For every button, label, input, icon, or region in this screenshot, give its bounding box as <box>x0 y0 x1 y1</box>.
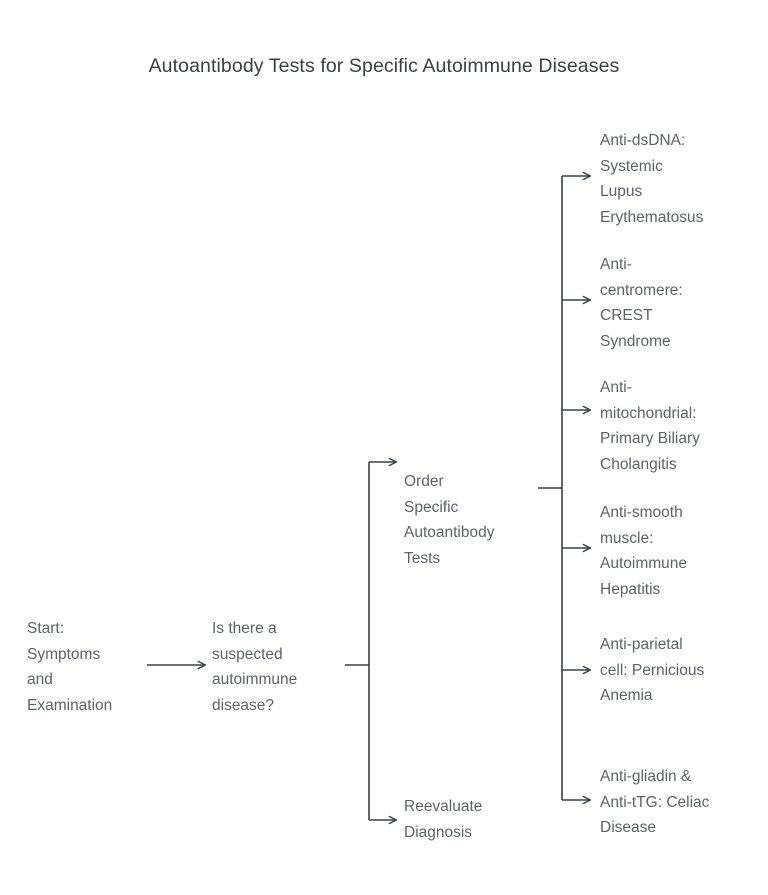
node-leaf-anti-parietal-cell: Anti-parietal cell: Pernicious Anemia <box>600 636 705 704</box>
node-decision: Is there a suspected autoimmune disease? <box>212 620 298 714</box>
node-leaf-anti-dsdna: Anti-dsDNA: Systemic Lupus Erythematosus <box>600 132 704 226</box>
node-start: Start: Symptoms and Examination <box>27 620 113 714</box>
page-title: Autoantibody Tests for Specific Autoimmu… <box>148 55 620 77</box>
node-leaf-anti-centromere: Anti- centromere: CREST Syndrome <box>600 256 683 350</box>
node-leaf-anti-mitochondrial: Anti- mitochondrial: Primary Biliary Cho… <box>600 379 700 473</box>
node-reevaluate: Reevaluate Diagnosis <box>404 798 483 841</box>
node-leaf-anti-gliadin-ttg: Anti-gliadin & Anti-tTG: Celiac Disease <box>600 768 710 836</box>
node-leaf-anti-smooth-muscle: Anti-smooth muscle: Autoimmune Hepatitis <box>600 504 688 598</box>
node-order-tests: Order Specific Autoantibody Tests <box>404 473 495 567</box>
